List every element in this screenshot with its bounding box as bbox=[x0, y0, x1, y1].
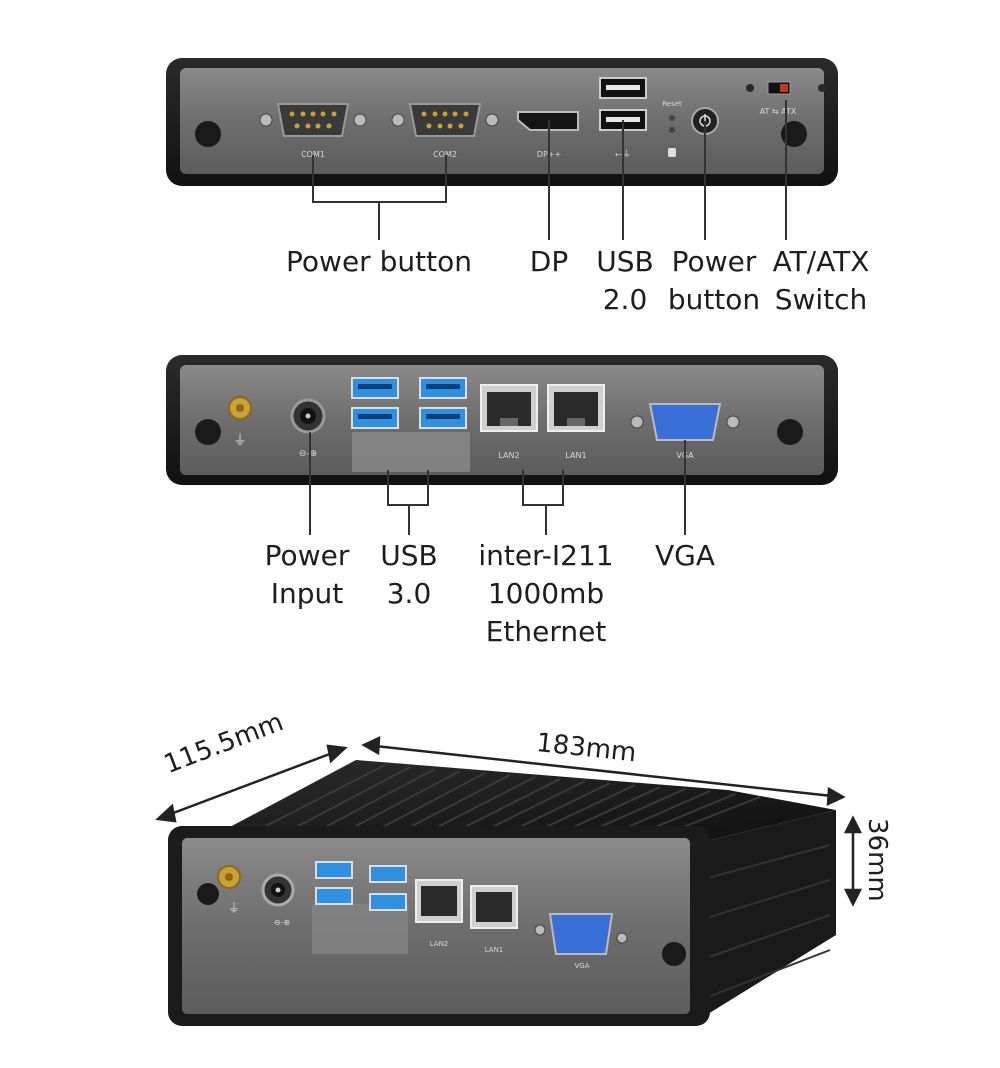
leader-lines bbox=[312, 100, 787, 240]
antenna-icon bbox=[228, 396, 252, 420]
svg-text:⊖-⊕: ⊖-⊕ bbox=[299, 449, 317, 459]
lan2-label: LAN2 bbox=[430, 940, 449, 948]
hdd-icon bbox=[668, 148, 676, 157]
com2-serial-port-icon bbox=[391, 103, 499, 137]
at-atx-label: AT ⇆ ATX bbox=[760, 107, 797, 116]
callout-usb3: USB 3.0 bbox=[380, 539, 438, 610]
callout-usb2: USB 2.0 bbox=[596, 245, 654, 316]
callout-at-atx-switch: AT/ATX Switch bbox=[772, 245, 870, 316]
mount-hole bbox=[777, 419, 803, 445]
usb-port-icon bbox=[351, 377, 467, 429]
lan2-label: LAN2 bbox=[498, 451, 519, 460]
dc-jack-icon bbox=[261, 873, 295, 907]
top-rear-panel: COM1 COM2 DP++ ⭠⏚ Reset bbox=[166, 58, 838, 240]
usb-port-icon bbox=[315, 861, 407, 911]
middle-rear-panel: ⏚ ⊖-⊕ LAN2 LAN1 bbox=[166, 355, 838, 535]
callout-dp: DP bbox=[529, 245, 569, 278]
vga-label: VGA bbox=[574, 962, 589, 970]
ethernet-port-icon bbox=[480, 384, 605, 432]
ground-icon: ⏚ bbox=[228, 901, 240, 915]
lan1-label: LAN1 bbox=[485, 946, 504, 954]
mount-hole bbox=[195, 419, 221, 445]
com2-label: COM2 bbox=[433, 150, 457, 159]
mount-hole bbox=[197, 883, 219, 905]
vga-port-icon bbox=[630, 403, 740, 441]
callout-com-ports: Power button bbox=[286, 245, 472, 278]
antenna-icon bbox=[217, 865, 241, 889]
dimension-height: 36mm bbox=[862, 818, 892, 902]
dimension-arrows bbox=[155, 735, 863, 907]
vga-port-icon bbox=[534, 913, 628, 955]
led-indicator bbox=[669, 115, 675, 121]
dc-jack-icon bbox=[290, 398, 326, 434]
callout-vga: VGA bbox=[654, 539, 715, 572]
svg-text:⊖-⊕: ⊖-⊕ bbox=[274, 918, 290, 927]
callout-power-input: Power Input bbox=[264, 539, 350, 610]
led-indicator bbox=[669, 127, 675, 133]
ground-icon: ⏚ bbox=[233, 433, 247, 449]
com1-label: COM1 bbox=[301, 150, 325, 159]
mount-hole bbox=[662, 942, 686, 966]
callout-ethernet: inter-I211 1000mb Ethernet bbox=[478, 539, 614, 648]
com1-serial-port-icon bbox=[259, 103, 367, 137]
leader-lines bbox=[309, 432, 686, 535]
mount-hole bbox=[195, 121, 221, 147]
callout-power-button: Power button bbox=[667, 245, 761, 316]
lan1-label: LAN1 bbox=[565, 451, 586, 460]
reset-label: Reset bbox=[662, 100, 682, 108]
ethernet-port-icon bbox=[415, 879, 518, 929]
device-3d-view: ⏚ ⊖-⊕ LAN2 LAN1 VGA bbox=[155, 735, 863, 1026]
mount-hole bbox=[781, 121, 807, 147]
